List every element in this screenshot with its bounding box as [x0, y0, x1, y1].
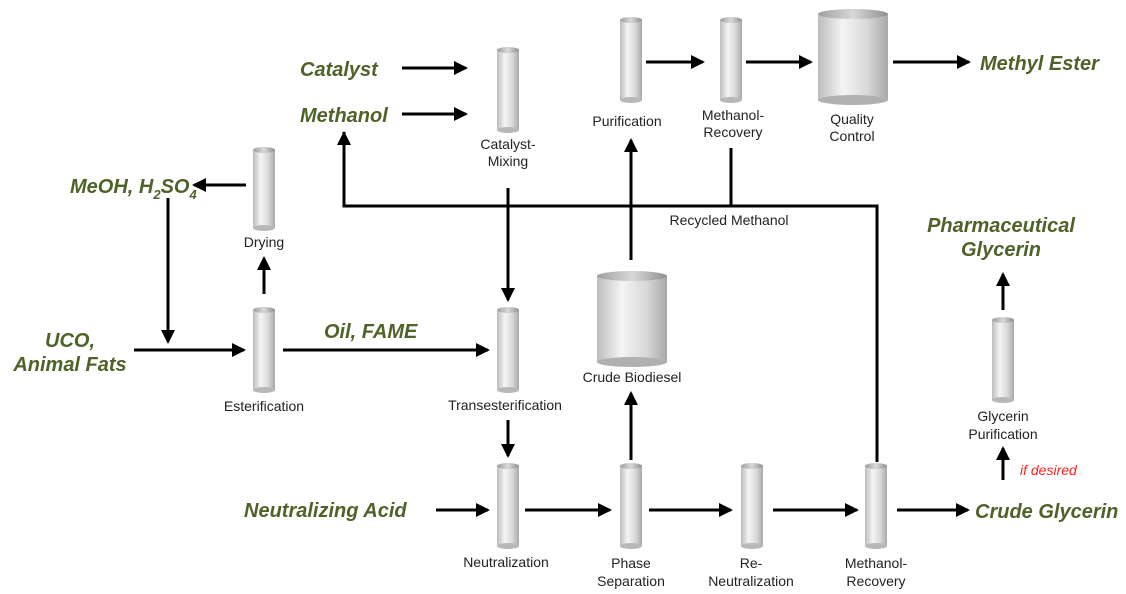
unit-catalyst-mixing [497, 47, 519, 133]
io-neutralizing-acid: Neutralizing Acid [244, 500, 407, 522]
io-meoh-h2so4: MeOH, H2SO4 [70, 176, 197, 202]
unit-methanol-recovery-bottom [865, 463, 887, 549]
label-re-neutralization-2: Neutralization [708, 573, 794, 589]
unit-glycerin-purification [992, 317, 1014, 403]
note-if-desired: if desired [1020, 462, 1078, 478]
label-methanol-recovery-bottom-1: Methanol- [845, 555, 908, 571]
io-animal-fats: Animal Fats [12, 354, 126, 376]
label-methanol-recovery-bottom-2: Recovery [846, 573, 905, 589]
unit-transesterification [497, 307, 519, 393]
unit-re-neutralization [741, 463, 763, 549]
label-drying: Drying [244, 234, 284, 250]
unit-neutralization [497, 463, 519, 549]
label-phase-separation-2: Separation [597, 573, 665, 589]
label-glycerin-purification-2: Purification [968, 426, 1037, 442]
io-methanol: Methanol [300, 105, 388, 127]
unit-methanol-recovery-top [720, 17, 742, 103]
label-quality-control-2: Control [829, 128, 874, 144]
label-esterification: Esterification [224, 398, 304, 414]
unit-crude-biodiesel [597, 271, 667, 367]
label-recycled-methanol: Recycled Methanol [669, 212, 788, 228]
label-methanol-recovery-top-2: Recovery [703, 124, 762, 140]
io-pharma-glycerin: Glycerin [961, 239, 1041, 261]
label-purification: Purification [592, 113, 661, 129]
io-pharmaceutical: Pharmaceutical [927, 215, 1075, 237]
unit-quality-control [818, 9, 888, 105]
unit-esterification [253, 307, 275, 393]
label-phase-separation-1: Phase [611, 555, 651, 571]
unit-phase-separation [620, 463, 642, 549]
unit-purification [620, 17, 642, 103]
label-quality-control-1: Quality [830, 111, 874, 127]
label-methanol-recovery-top-1: Methanol- [702, 107, 765, 123]
unit-drying [253, 147, 275, 231]
io-oil-fame: Oil, FAME [324, 321, 418, 343]
label-catalyst-mixing-1: Catalyst- [480, 136, 536, 152]
io-catalyst: Catalyst [300, 59, 379, 81]
label-crude-biodiesel: Crude Biodiesel [583, 369, 682, 385]
io-uco: UCO, [45, 330, 95, 352]
label-neutralization: Neutralization [463, 554, 549, 570]
label-re-neutralization-1: Re- [740, 555, 763, 571]
line-recycled-methanol [342, 132, 879, 462]
label-glycerin-purification-1: Glycerin [977, 408, 1028, 424]
label-transesterification: Transesterification [448, 397, 562, 413]
io-crude-glycerin: Crude Glycerin [975, 501, 1118, 523]
label-catalyst-mixing-2: Mixing [488, 153, 528, 169]
io-methyl-ester: Methyl Ester [980, 53, 1100, 75]
